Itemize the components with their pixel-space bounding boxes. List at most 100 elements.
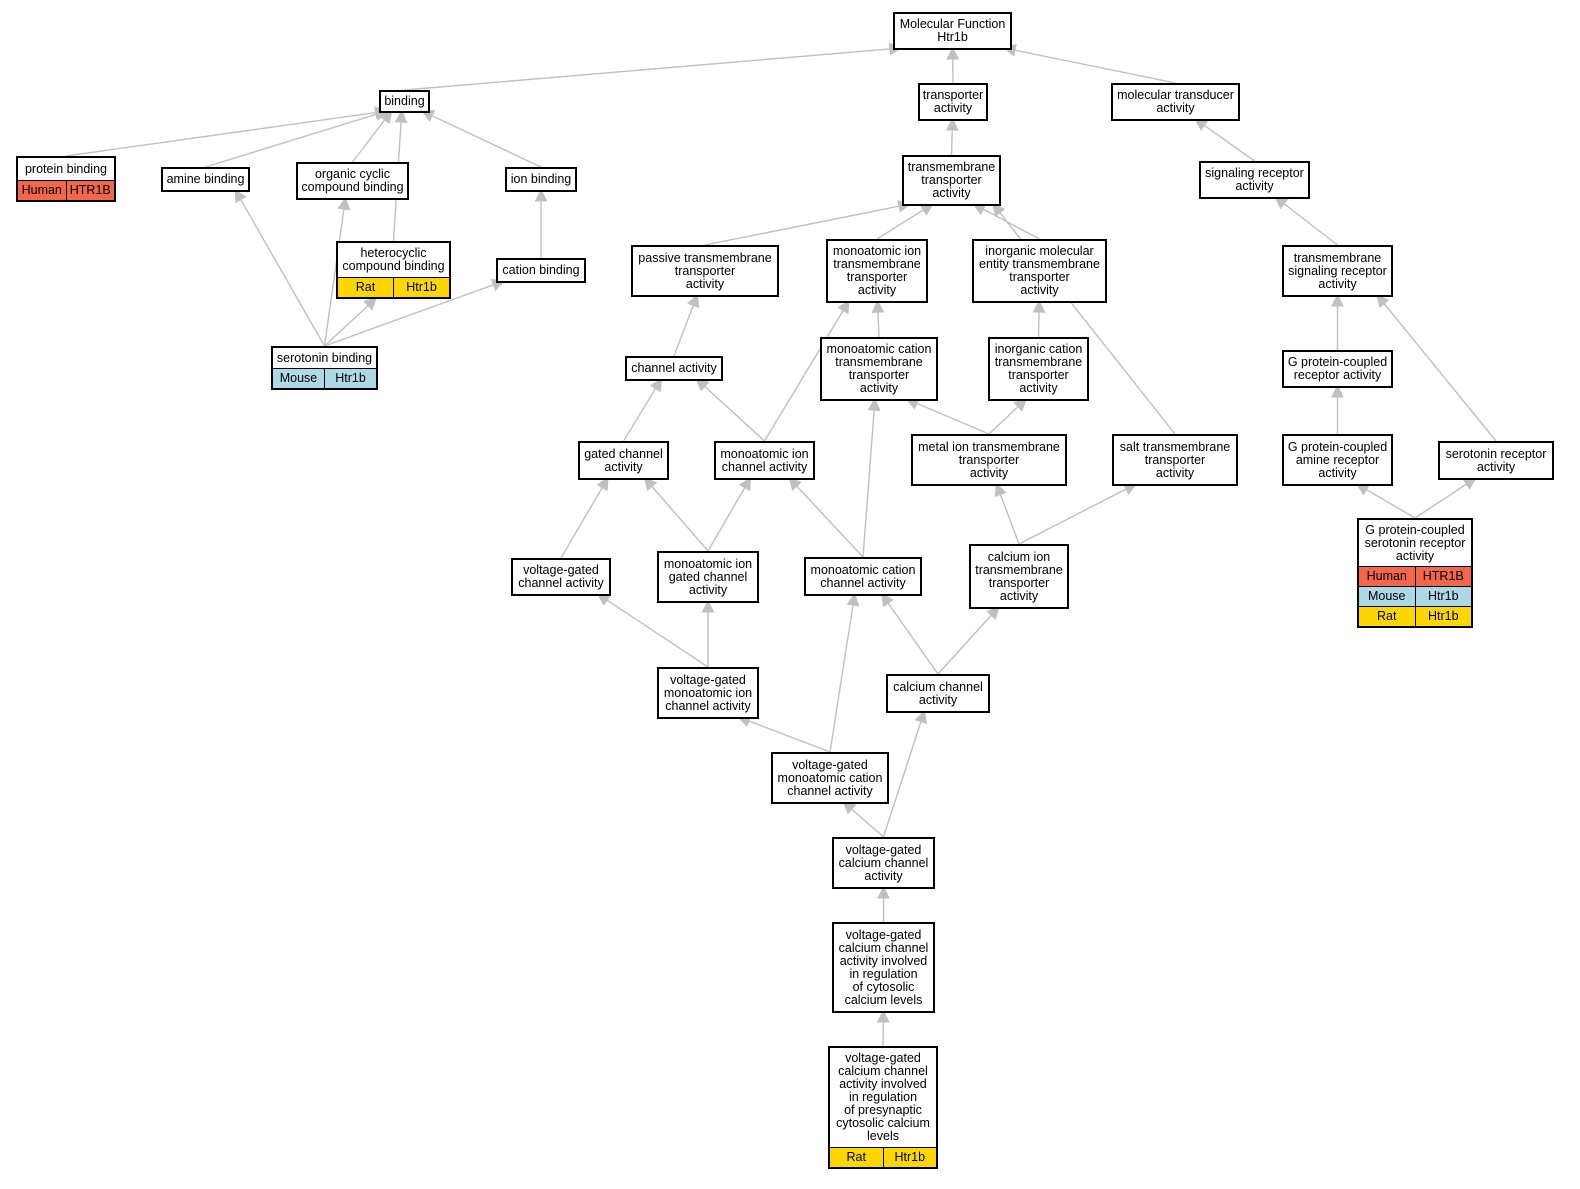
node-calciontm[interactable]: calcium ion transmembrane transporter ac… [969,544,1069,609]
node-label: protein binding [24,161,107,176]
edge-monoiontm-to-tmtrans [876,203,934,240]
node-label: heterocyclic compound binding [342,246,445,273]
node-sigrec[interactable]: signaling receptor activity [1199,161,1310,199]
node-inorgmol[interactable]: inorganic molecular entity transmembrane… [972,239,1107,303]
node-gpcr[interactable]: G protein-coupled receptor activity [1282,350,1393,388]
node-label: passive transmembrane transporter activi… [638,250,772,291]
edge-orgcyc-to-binding [351,109,393,163]
node-vgcalpre[interactable]: voltage-gated calcium channel activity i… [828,1046,938,1169]
node-gpcrsero[interactable]: G protein-coupled serotonin receptor act… [1357,518,1473,628]
node-label: organic cyclic compound binding [301,167,404,194]
edge-serobind-to-orgcyc [323,196,351,347]
node-cationbind[interactable]: cation binding [496,258,586,283]
node-tmtrans[interactable]: transmembrane transporter activity [902,155,1001,206]
edge-tmtrans-to-transporter [945,117,959,156]
node-inorgcat[interactable]: inorganic cation transmembrane transport… [988,337,1089,401]
edge-monoiongated-to-monoionch [707,476,752,552]
node-passive[interactable]: passive transmembrane transporter activi… [631,245,779,297]
edge-inorgcat-to-inorgmol [1032,299,1046,338]
edge-serobind-to-aminebind [234,188,326,347]
edge-vgmonoion-to-vgch [596,593,709,668]
node-calch[interactable]: calcium channel activity [886,674,990,713]
edge-gpcrsero-to-serorec [1414,477,1477,519]
node-monocattm[interactable]: monoatomic cation transmembrane transpor… [820,337,938,401]
edge-vgch-to-gated [560,476,609,559]
edge-tmsigrec-to-sigrec [1274,196,1338,246]
node-label: transmembrane signaling receptor activit… [1288,250,1387,291]
node-gated[interactable]: gated channel activity [578,441,669,480]
node-binding[interactable]: binding [379,90,430,113]
node-label: salt transmembrane transporter activity [1119,439,1231,480]
node-vgmonocat[interactable]: voltage-gated monoatomic cation channel … [771,752,889,804]
edge-sigrec-to-moltrans [1194,118,1255,162]
edge-calciontm-to-salttm [1018,483,1138,545]
node-gpcramine[interactable]: G protein-coupled amine receptor activit… [1282,434,1393,486]
node-label: monoatomic ion channel activity [720,446,809,474]
node-monocatch[interactable]: monoatomic cation channel activity [804,557,922,596]
node-label: voltage-gated calcium channel activity i… [838,927,929,1007]
node-serorec[interactable]: serotonin receptor activity [1438,441,1554,480]
node-channel[interactable]: channel activity [625,356,723,381]
node-orgcyc[interactable]: organic cyclic compound binding [296,162,409,200]
edge-channel-to-passive [673,293,700,357]
node-label: G protein-coupled receptor activity [1287,355,1388,382]
annotation-species: Rat [846,1150,866,1164]
node-vgmonoion[interactable]: voltage-gated monoatomic ion channel act… [657,667,759,719]
edge-monocattm-to-monoiontm [871,299,885,338]
node-vgch[interactable]: voltage-gated channel activity [511,558,611,596]
node-transporter[interactable]: transporter activity [918,83,988,121]
annotation-gene: Htr1b [393,278,449,297]
node-label: calcium channel activity [893,679,983,707]
annotation-gene: HTR1B [65,181,115,200]
edge-vgcal-to-calch [882,709,927,838]
annotation-row: Rat Htr1b [338,277,449,297]
node-label: transporter activity [922,88,984,115]
node-label: monoatomic cation channel activity [810,562,916,590]
node-vgcalcyto[interactable]: voltage-gated calcium channel activity i… [832,922,935,1013]
node-label: monoatomic ion transmembrane transporter… [832,244,922,297]
edge-metalion-to-monocattm [905,397,990,435]
node-label: voltage-gated channel activity [518,563,604,590]
edge-monoionch-to-channel [695,378,765,442]
edge-monocatch-to-monocattm [862,397,881,558]
annotation-gene: Htr1b [1414,587,1472,606]
node-label: cation binding [502,263,580,277]
node-moltrans[interactable]: molecular transducer activity [1111,83,1240,121]
edge-ionbind-to-binding [420,110,542,168]
annotation-species: Mouse [1367,589,1406,603]
node-salttm[interactable]: salt transmembrane transporter activity [1112,434,1238,486]
annotation-species: Human [21,183,62,197]
node-label: voltage-gated monoatomic cation channel … [777,757,883,798]
node-metalion[interactable]: metal ion transmembrane transporter acti… [911,434,1067,486]
annotation-gene: Htr1b [1414,607,1472,626]
node-label: serotonin binding [276,350,373,365]
annotation-species: Rat [355,280,376,294]
edge-vgmonocat-to-vgmonoion [737,715,831,753]
node-vgcal[interactable]: voltage-gated calcium channel activity [832,837,935,889]
annotation-gene: HTR1B [1414,567,1472,586]
edge-passive-to-tmtrans [704,199,912,246]
node-label: voltage-gated calcium channel activity i… [836,1051,930,1143]
edge-metalion-to-inorgcat [988,398,1028,435]
node-label: monoatomic ion gated channel activity [663,556,753,597]
edge-vgcal-to-vgmonocat [842,801,884,838]
node-label: G protein-coupled amine receptor activit… [1287,439,1388,480]
node-ionbind[interactable]: ion binding [505,167,577,192]
node-label: molecular transducer activity [1117,88,1234,115]
node-label: inorganic cation transmembrane transport… [994,342,1083,395]
node-monoionch[interactable]: monoatomic ion channel activity [714,441,815,480]
node-aminebind[interactable]: amine binding [161,167,250,192]
edge-moltrans-to-mf [1002,43,1176,84]
node-mf[interactable]: Molecular Function Htr1b [893,12,1012,50]
node-label: voltage-gated calcium channel activity [838,842,929,883]
node-monoiontm[interactable]: monoatomic ion transmembrane transporter… [826,239,928,303]
node-monoiongated[interactable]: monoatomic ion gated channel activity [657,551,759,603]
node-tmsigrec[interactable]: transmembrane signaling receptor activit… [1282,245,1393,297]
edge-calch-to-calciontm [937,606,1000,675]
